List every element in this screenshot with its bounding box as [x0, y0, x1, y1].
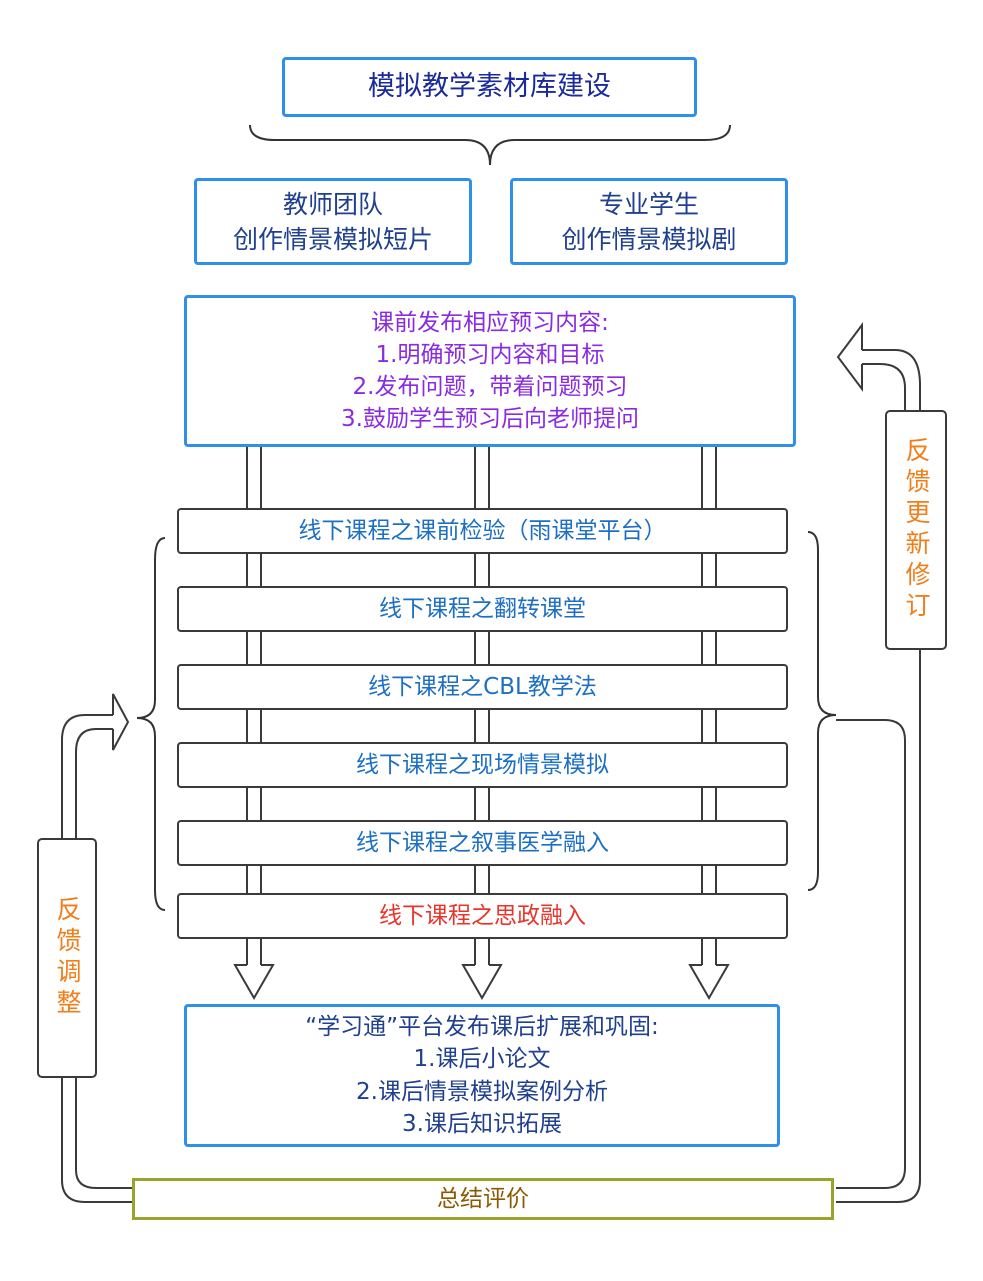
preclass-heading: 课前发布相应预习内容: — [371, 309, 609, 336]
offline-step-cbl: 线下课程之CBL教学法 — [177, 664, 788, 710]
offline-step-ideology: 线下课程之思政融入 — [177, 893, 788, 939]
postclass-item: 3.课后知识拓展 — [402, 1110, 562, 1137]
source-box-students: 专业学生 创作情景模拟剧 — [510, 178, 788, 265]
left-brace — [136, 537, 166, 911]
offline-step-label: 线下课程之思政融入 — [379, 902, 586, 929]
postclass-heading: “学习通”平台发布课后扩展和巩固: — [305, 1014, 659, 1041]
offline-step-narrative-medicine: 线下课程之叙事医学融入 — [177, 820, 788, 866]
summary-box: 总结评价 — [132, 1178, 834, 1220]
right-feedback-loop — [836, 322, 921, 1203]
feedback-revise-text: 反馈更新修订 — [902, 437, 931, 623]
title-box: 模拟教学素材库建设 — [282, 57, 697, 117]
preclass-item: 3.鼓励学生预习后向老师提问 — [341, 406, 639, 433]
postclass-box: “学习通”平台发布课后扩展和巩固: 1.课后小论文 2.课后情景模拟案例分析 3… — [184, 1004, 780, 1147]
feedback-revise-label: 反馈更新修订 — [885, 410, 947, 650]
source-students-line2: 创作情景模拟剧 — [561, 224, 737, 254]
right-brace — [807, 531, 837, 891]
source-teachers-line2: 创作情景模拟短片 — [232, 224, 433, 254]
offline-step-label: 线下课程之现场情景模拟 — [356, 751, 609, 778]
offline-step-flipped-classroom: 线下课程之翻转课堂 — [177, 586, 788, 632]
offline-step-label: 线下课程之叙事医学融入 — [356, 829, 609, 856]
source-students-line1: 专业学生 — [598, 189, 699, 219]
source-teachers-line1: 教师团队 — [282, 189, 383, 219]
preclass-item: 2.发布问题，带着问题预习 — [352, 374, 628, 400]
offline-step-label: 线下课程之翻转课堂 — [379, 595, 586, 622]
offline-step-label: 线下课程之CBL教学法 — [368, 673, 597, 700]
offline-step-label: 线下课程之课前检验（雨课堂平台） — [298, 517, 667, 544]
preclass-box: 课前发布相应预习内容: 1.明确预习内容和目标 2.发布问题，带着问题预习 3.… — [184, 295, 796, 447]
top-brace — [249, 124, 731, 166]
offline-step-preclass-check: 线下课程之课前检验（雨课堂平台） — [177, 508, 788, 554]
summary-text: 总结评价 — [437, 1185, 529, 1212]
feedback-adjust-text: 反馈调整 — [53, 896, 82, 1020]
postclass-item: 2.课后情景模拟案例分析 — [356, 1078, 608, 1105]
postclass-item: 1.课后小论文 — [413, 1046, 551, 1073]
feedback-adjust-label: 反馈调整 — [37, 838, 97, 1078]
offline-step-scenario-simulation: 线下课程之现场情景模拟 — [177, 742, 788, 788]
source-box-teachers: 教师团队 创作情景模拟短片 — [194, 178, 472, 265]
title-text: 模拟教学素材库建设 — [368, 71, 611, 103]
preclass-item: 1.明确预习内容和目标 — [375, 341, 605, 368]
